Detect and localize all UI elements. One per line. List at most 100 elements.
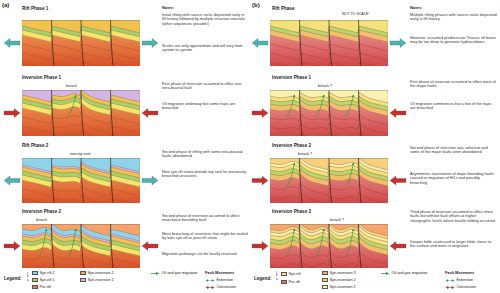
- legend-swatch: [281, 280, 287, 284]
- fault-line: [359, 224, 362, 268]
- pre-rift-strata: [22, 158, 140, 203]
- pre-rift-strata: [22, 20, 140, 66]
- fault-line: [81, 90, 84, 136]
- note-text: Second phase of inversion assumed to aff…: [162, 214, 248, 223]
- pre-rift-strata: [270, 20, 388, 66]
- legend-swatch: [32, 285, 38, 289]
- legend-symbol: [380, 271, 390, 276]
- stress-arrow: [252, 39, 268, 48]
- note-text: First phase of inversion assumed to affe…: [410, 80, 497, 89]
- extension-arrow-sample: [211, 280, 215, 281]
- fault-line: [52, 158, 55, 203]
- strata-layer: [22, 172, 140, 187]
- pre-rift-bedding: [22, 44, 140, 51]
- pre-rift-bedding: [270, 192, 388, 203]
- fault-line: [52, 224, 55, 268]
- pre-rift-bedding: [270, 251, 388, 264]
- stage-title: Inversion Phase 2: [22, 209, 61, 214]
- note-text: Oil migration underway but some traps ar…: [162, 102, 248, 111]
- migration-arrow: [287, 95, 295, 117]
- legend-entry: Pre-rift: [281, 280, 300, 284]
- cross-section: [22, 224, 140, 268]
- note-text: Oil migration commences but a few of the…: [410, 102, 497, 111]
- migration-arrow-sample: [381, 273, 389, 274]
- pre-rift-strata: [270, 224, 388, 268]
- fault-line: [81, 158, 84, 203]
- legend-entry: Syn-inversion 2: [80, 271, 114, 275]
- legend-swatch: [281, 272, 287, 276]
- fault-line: [81, 20, 84, 66]
- extension-arrow-sample: [446, 280, 450, 281]
- legend-swatch: [80, 278, 86, 282]
- pre-rift-bedding: [22, 53, 140, 60]
- stage-title: Rift Phase 2: [22, 143, 48, 148]
- legend-text: Syn-inversion 3: [330, 271, 356, 275]
- fault-line: [329, 20, 332, 66]
- callout-label: breach ?: [298, 152, 312, 156]
- legend-text: Syn-inversion 2: [88, 271, 114, 275]
- legend-text: Syn-rift 1: [40, 278, 55, 282]
- legend-text: Extension: [457, 278, 474, 282]
- stress-arrow: [142, 176, 158, 185]
- cross-section: [22, 158, 140, 203]
- note-text: Second phase of inversion was selective …: [410, 146, 497, 155]
- note-text: Migration pathways can be locally revers…: [162, 252, 248, 256]
- migration-arrow: [68, 229, 76, 257]
- legend-entry: Syn-inversion 1: [80, 278, 114, 282]
- legend-entry: Contraction: [445, 285, 476, 290]
- migration-arrow: [287, 229, 295, 256]
- legend-entry: Syn-inversion 1: [322, 285, 356, 289]
- stage-title: Inversion Phase 1: [22, 75, 61, 80]
- note-text: However, assumed predecessor Triassic ri…: [410, 36, 497, 45]
- legend-letter: a: [27, 279, 29, 282]
- pre-rift-bedding: [270, 53, 388, 60]
- fault-line: [111, 20, 114, 66]
- legend-text: Syn-rift 2: [40, 271, 55, 275]
- fault-line: [300, 20, 303, 66]
- migration-arrow-sample: [151, 273, 159, 274]
- legend-text: Syn-inversion 1: [88, 278, 114, 282]
- legend-text: Oil and gas migration: [162, 271, 198, 275]
- pre-rift-bedding: [22, 186, 140, 196]
- fault-line: [359, 158, 362, 203]
- note-text: Initial rifting with source rocks deposi…: [162, 13, 248, 26]
- migration-arrow: [346, 229, 354, 256]
- migration-arrow: [346, 163, 354, 187]
- note-text: Multiple rifting phases with source rock…: [410, 13, 497, 22]
- cross-section: [270, 20, 388, 66]
- migration-arrow: [346, 95, 354, 117]
- cross-section: [270, 224, 388, 268]
- fault-line: [111, 90, 114, 136]
- fault-line: [81, 224, 84, 268]
- legend-text: Contraction: [217, 285, 236, 289]
- callout-label: breach ?: [318, 84, 332, 88]
- legend-swatch: [80, 271, 86, 275]
- notes-heading: Notes:: [410, 6, 497, 10]
- legend-swatch: [32, 271, 38, 275]
- legend-symbol: [150, 271, 160, 276]
- stress-arrow: [4, 176, 20, 185]
- pre-rift-bedding: [270, 62, 388, 66]
- strata-layer: [22, 239, 140, 256]
- legend-text: Syn-inversion 1: [330, 285, 356, 289]
- notes-heading: Notes:: [162, 6, 248, 10]
- strata-layer: [270, 30, 388, 42]
- legend-text: Pre-rift: [289, 280, 300, 284]
- stress-arrow: [252, 242, 268, 251]
- legend-text: Contraction: [457, 285, 476, 289]
- pre-rift-bedding: [22, 62, 140, 66]
- fault-line: [329, 224, 332, 268]
- fault-line: [111, 158, 114, 203]
- legend-subheading: Fault Movement: [445, 271, 474, 275]
- legend-entry: Pre-rift: [32, 285, 51, 289]
- note-text: Scales are only approximate and will var…: [162, 44, 248, 53]
- stress-arrow: [390, 39, 406, 48]
- stress-arrow: [4, 109, 20, 118]
- legend-text: Syn-rift: [289, 272, 301, 276]
- legend-entry: Oil and gas migration: [150, 271, 197, 276]
- cross-section: [22, 90, 140, 136]
- pre-rift-bedding: [22, 130, 140, 136]
- note-text: More breaching of structures that might …: [162, 232, 248, 241]
- legend-entry: Extension: [205, 278, 233, 283]
- callout-label: breach: [66, 84, 77, 88]
